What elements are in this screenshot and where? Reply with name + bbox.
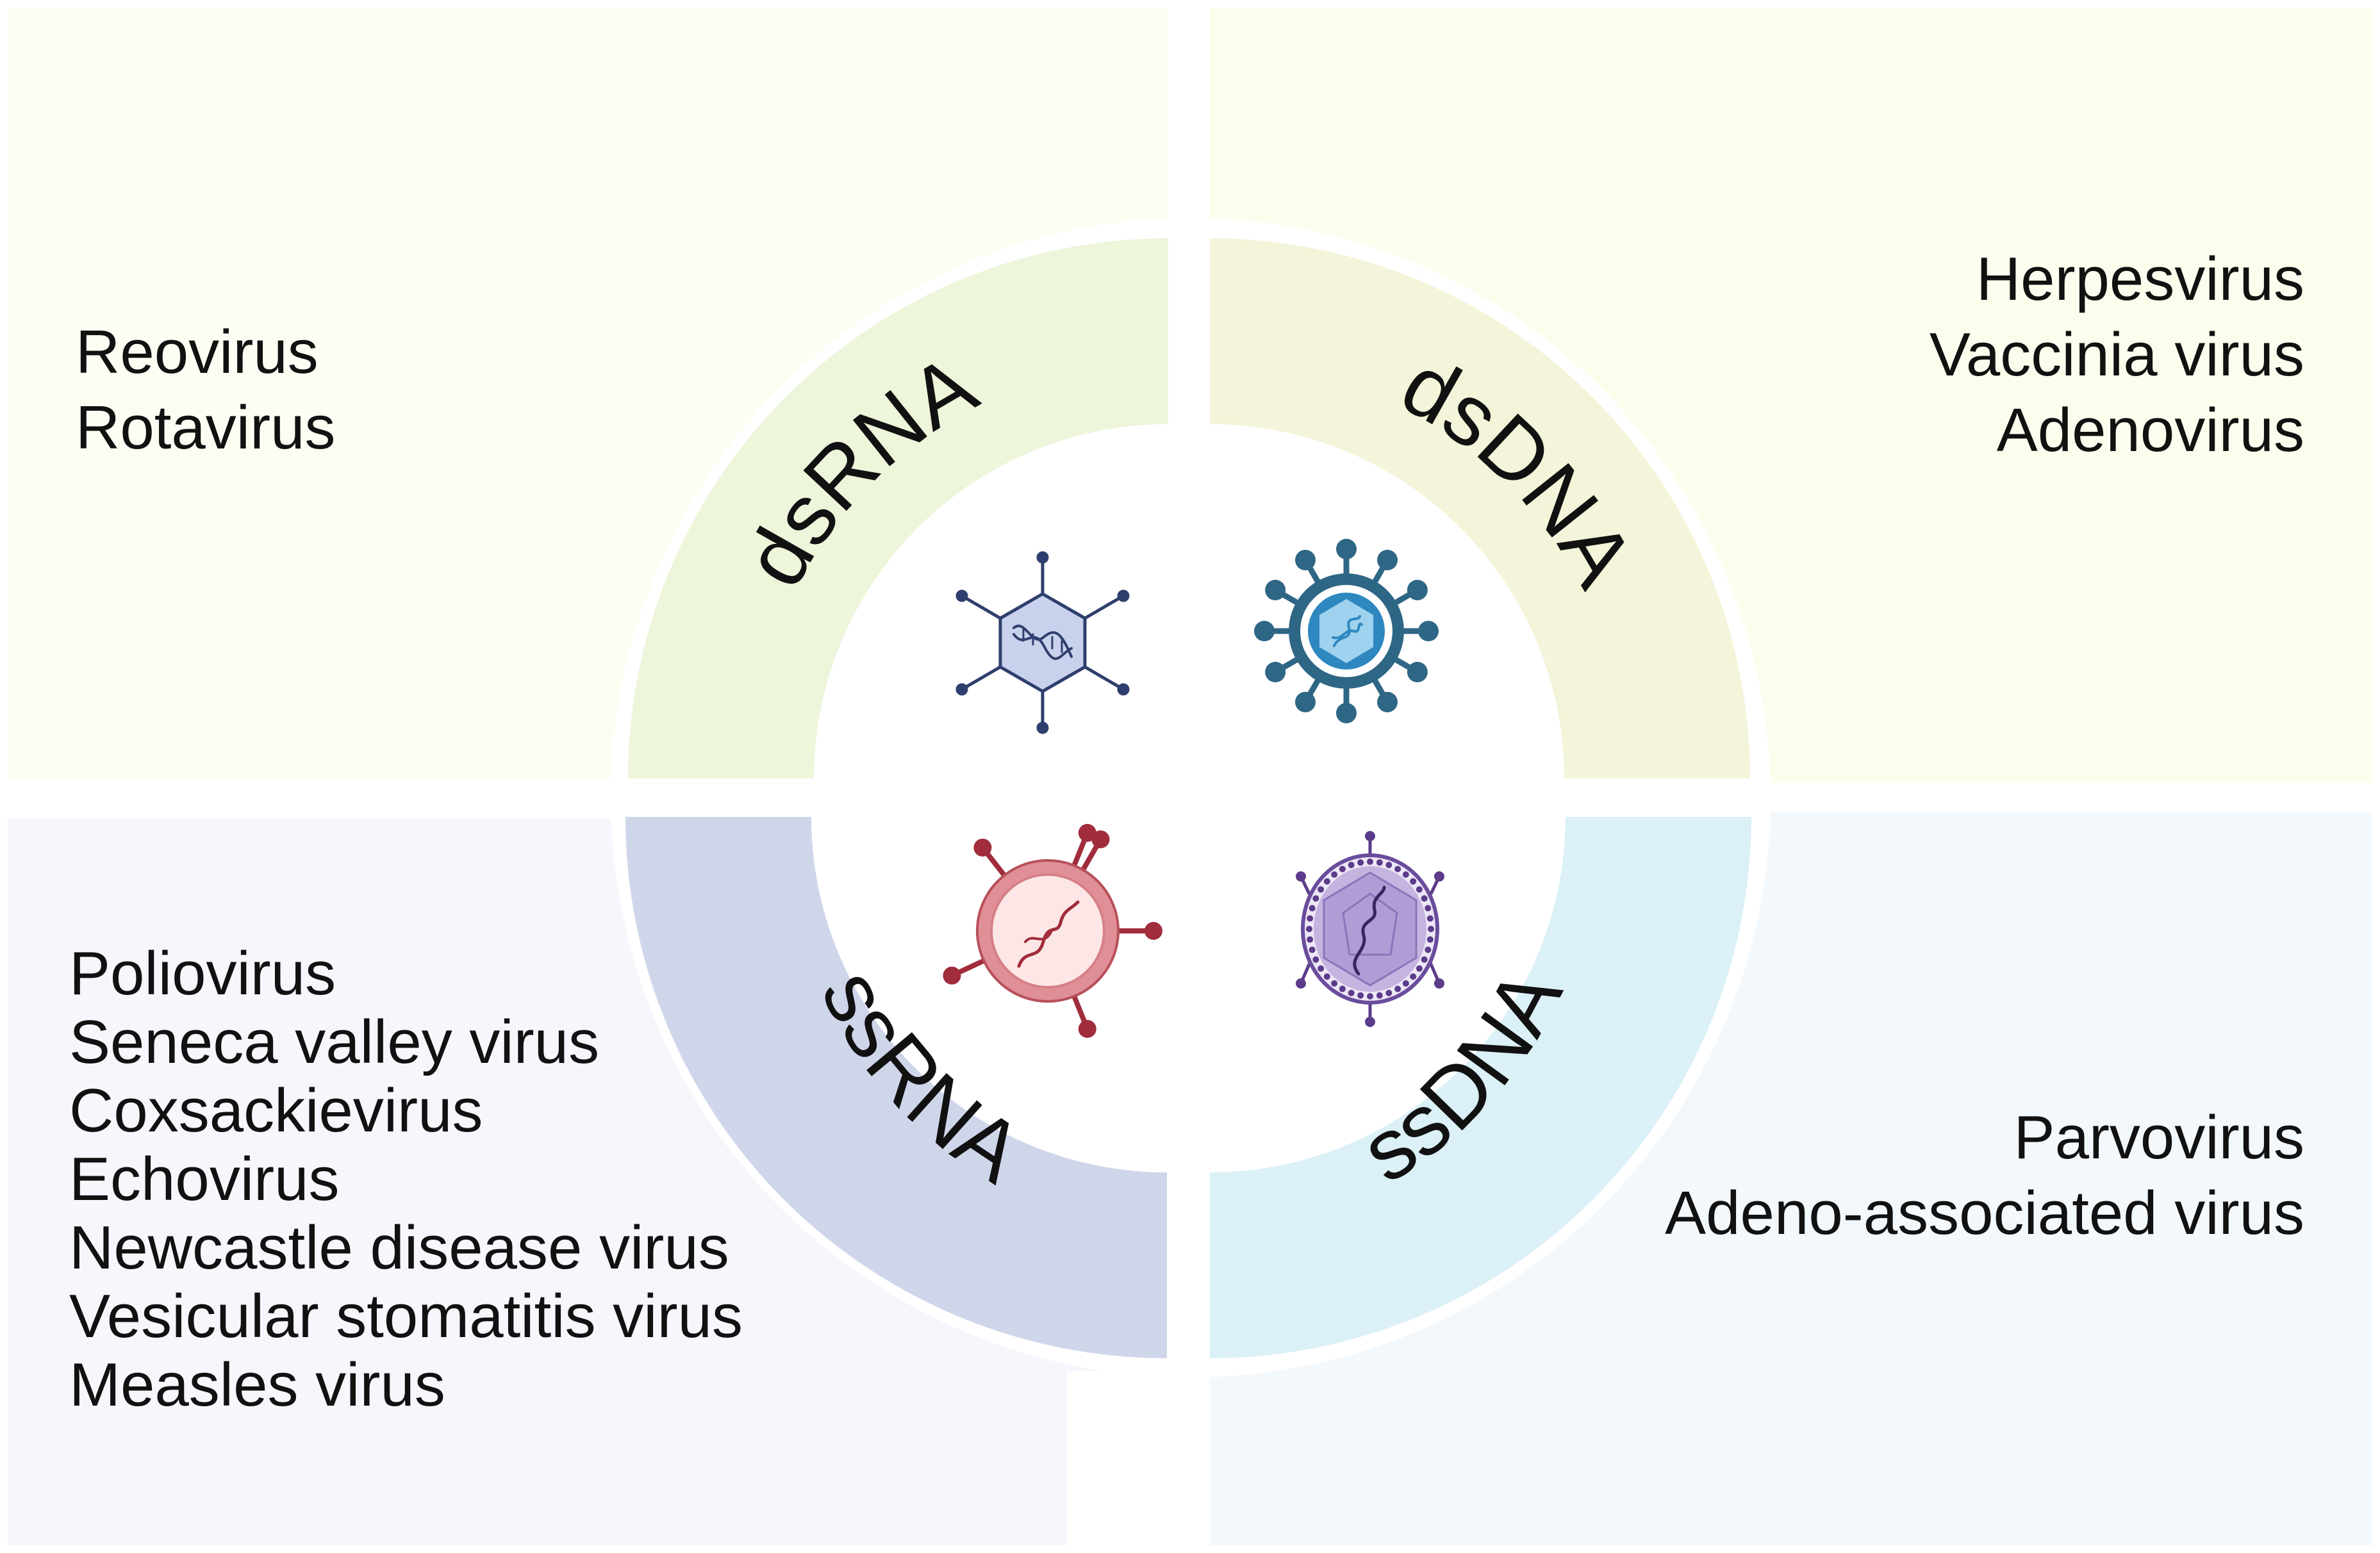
icosahedral-virus-icon [955,551,1130,734]
spike-knob [1265,580,1286,600]
dsrna-ring-sector [628,238,1168,778]
spiked-virus-icon [1254,539,1439,723]
envelope-bead [1312,956,1319,963]
envelope-bead [1426,936,1434,943]
spike-knob [1295,691,1316,712]
envelope-bead [1348,989,1355,996]
spike-knob [1434,978,1444,989]
spike-knob [973,838,992,857]
envelope-bead [1394,866,1401,873]
virus-name: Newcastle disease virus [69,1213,729,1282]
ssrna-ring-sector [625,817,1167,1358]
envelope-bead [1339,866,1346,873]
spike-knob [1078,824,1096,842]
virus-name: Rotavirus [76,393,335,462]
spike-knob [943,966,961,985]
envelope-bead [1318,886,1325,893]
envelope-bead [1331,980,1338,987]
spike-knob [1336,703,1357,723]
envelope-bead [1306,926,1312,932]
envelope-bead [1339,985,1346,992]
virus-name: Vesicular stomatitis virus [69,1282,743,1351]
ssdna-ring-sector [1210,817,1751,1358]
virus-name: Adeno-associated virus [1665,1179,2304,1247]
enveloped-dna-virus-icon [1296,831,1444,1027]
spike-knob [1365,831,1375,841]
spike-knob [1091,830,1110,849]
envelope-bead [1425,905,1432,912]
spike-knob [1365,1017,1375,1027]
spike-knob [1407,580,1428,600]
ring-halo [611,218,1771,1377]
virus-name: Poliovirus [69,939,336,1008]
spike-knob [1295,550,1316,571]
spike-knob [1434,871,1444,882]
envelope-bead [1394,985,1401,992]
envelope-bead [1331,871,1338,878]
virus-spikes [1296,831,1444,1027]
envelope-bead [1410,973,1417,980]
envelope-bead [1425,946,1432,953]
envelope-bead [1402,871,1409,878]
spike-knob [1254,621,1275,641]
envelope-bead [1307,915,1314,922]
spike-knob [1336,539,1357,559]
spike-knob [1265,662,1286,682]
virus-spikes [1254,539,1439,723]
envelope-bead [1357,859,1364,866]
virus-name: Herpesvirus [1976,245,2304,313]
envelope-bead [1385,862,1392,869]
virus-name: Parvovirus [2014,1103,2304,1172]
envelope-bead [1348,862,1355,869]
envelope-bead [1416,965,1423,972]
envelope-bead [1309,905,1316,912]
envelope-bead [1410,878,1417,885]
spike-knob [1296,871,1306,882]
envelope-bead [1307,936,1314,943]
envelope-bead [1421,895,1428,902]
spike-knob [1377,691,1398,712]
envelope-bead [1385,989,1392,996]
spike-knob [1407,662,1428,682]
spike-knob [1377,550,1398,571]
virus-name: Vaccinia virus [1930,320,2304,389]
envelope-bead [1312,895,1319,902]
envelope-bead [1367,859,1373,865]
envelope-bead [1416,886,1423,893]
envelope-bead [1428,926,1434,932]
spike-knob [1418,621,1439,641]
virus-name: Echovirus [69,1145,340,1213]
spike-knob [1078,1019,1096,1038]
spike-knob [1145,922,1162,940]
virus-name: Seneca valley virus [69,1008,599,1076]
enveloped-rna-virus-icon [943,824,1162,1038]
spike-knob [1296,978,1306,989]
envelope-bead [1426,915,1434,922]
envelope-bead [1318,965,1325,972]
virus-spikes [943,824,1162,1038]
envelope-bead [1357,992,1364,999]
envelope-bead [1421,956,1428,963]
envelope-beads [1306,859,1434,999]
envelope-bead [1323,878,1330,885]
virus-name: Measles virus [69,1351,445,1419]
dsdna-ring-sector [1210,238,1750,778]
virus-name: Reovirus [76,318,318,386]
envelope-bead [1402,980,1409,987]
virus-name: Adenovirus [1997,396,2304,464]
envelope-bead [1309,946,1316,953]
envelope-bead [1376,992,1383,999]
envelope-bead [1367,993,1373,999]
virus-name: Coxsackievirus [69,1076,483,1145]
envelope-bead [1323,973,1330,980]
envelope-bead [1376,859,1383,866]
